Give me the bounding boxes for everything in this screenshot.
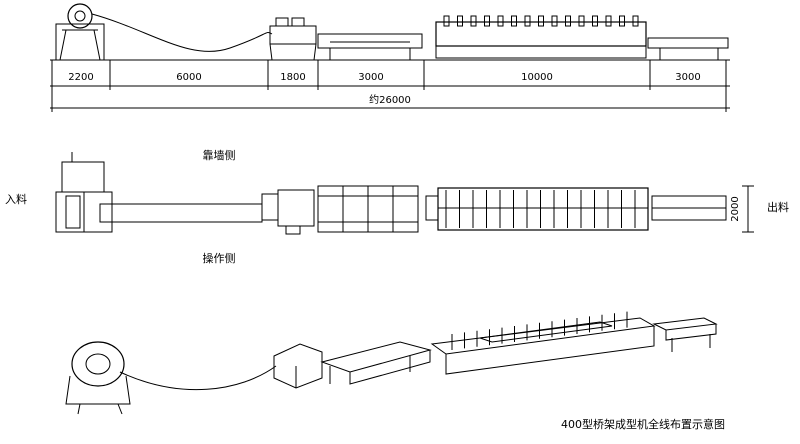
dim-section-3: 1800 [280, 72, 305, 83]
roll-stand [484, 15, 490, 27]
roll-stand [538, 15, 544, 27]
dim-section-1: 2200 [68, 72, 93, 83]
dim-section-6: 3000 [675, 72, 700, 83]
decoiler [55, 3, 105, 61]
punch-table-plan [317, 185, 419, 233]
punch-table-perspective [320, 341, 432, 385]
dim-section-5: 10000 [521, 72, 553, 83]
roll-stand [497, 15, 504, 27]
leveler-plan [261, 189, 315, 235]
roll-stand [578, 15, 585, 27]
label-entry: 入料 [5, 192, 27, 206]
plan-view [55, 152, 754, 235]
leveler-perspective [273, 343, 323, 389]
label-exit: 出料 [767, 200, 789, 214]
roll-former-plan [425, 187, 649, 231]
runout-table [647, 37, 729, 60]
roll-stand [592, 15, 598, 27]
roll-stand [619, 15, 625, 27]
roll-stand [511, 15, 517, 27]
dim-total: 约26000 [369, 93, 411, 106]
roll-stand [551, 15, 558, 27]
side-elevation-view [50, 3, 730, 61]
roll-stand [565, 15, 571, 27]
leveler [269, 17, 317, 61]
decoiler-perspective [65, 341, 131, 415]
roll-stand [443, 15, 450, 27]
runout-plan [651, 195, 727, 221]
roll-former [435, 15, 647, 59]
runout-perspective [652, 317, 718, 352]
roll-stand [605, 15, 612, 27]
label-operator-side: 操作侧 [203, 251, 236, 265]
roll-stand [524, 15, 531, 27]
roll-stand [632, 15, 639, 27]
dim-section-2: 6000 [176, 72, 201, 83]
roll-stand [470, 15, 477, 27]
roll-stand [457, 15, 463, 27]
strip-plan [99, 203, 263, 223]
dimension-lines [50, 60, 730, 112]
diagram-title: 400型桥架成型机全线布置示意图 [561, 417, 725, 431]
dim-section-4: 3000 [358, 72, 383, 83]
dim-width: 2000 [730, 196, 741, 221]
strip-perspective [119, 365, 277, 391]
perspective-view [65, 311, 718, 415]
roll-former-perspective [430, 311, 656, 375]
decoiler-plan [55, 152, 113, 233]
strip-loop [91, 13, 273, 52]
label-wall-side: 靠墙侧 [203, 148, 236, 162]
punch-table [317, 33, 423, 60]
